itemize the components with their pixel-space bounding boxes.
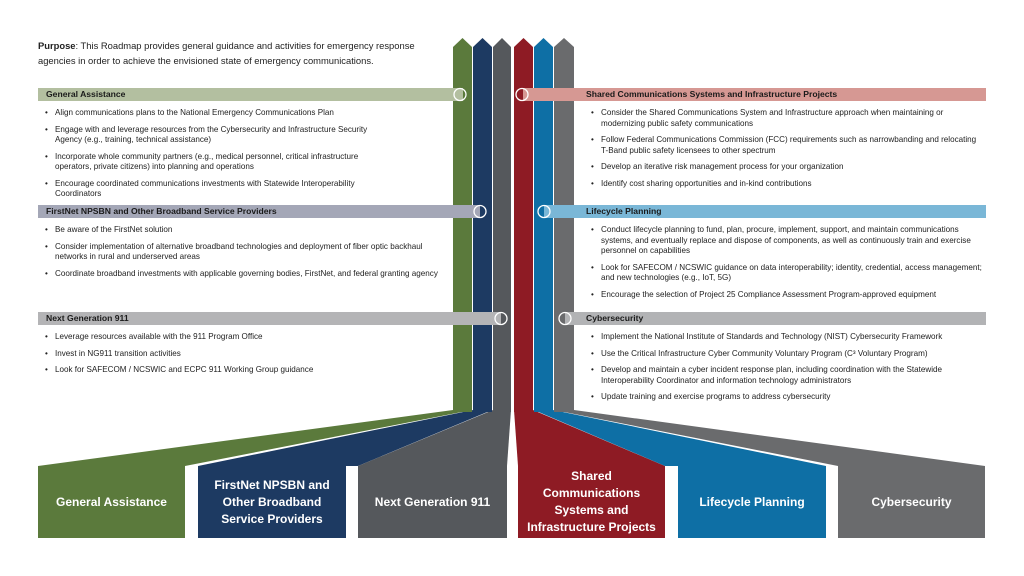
wedge-ng911 — [358, 410, 511, 466]
box-cybersecurity: Cybersecurity — [838, 466, 985, 538]
box-lifecycle-planning: Lifecycle Planning — [678, 466, 826, 538]
list-item: Develop an iterative risk management pro… — [591, 162, 983, 173]
purpose-statement: Purpose: This Roadmap provides general g… — [38, 38, 418, 68]
list-item: Invest in NG911 transition activities — [45, 349, 425, 360]
section-title-cyber: Cybersecurity — [586, 313, 644, 323]
milestone-shared — [515, 87, 529, 102]
section-title-lifecycle: Lifecycle Planning — [586, 206, 662, 216]
list-item: Follow Federal Communications Commission… — [591, 135, 983, 156]
wedge-lifecycle — [534, 410, 826, 466]
list-item: Be aware of the FirstNet solution — [45, 225, 445, 236]
box-general-assistance: General Assistance — [38, 466, 185, 538]
lane-shared — [514, 38, 533, 412]
list-item: Develop and maintain a cyber incident re… — [591, 365, 983, 386]
wedge-firstnet — [198, 410, 492, 466]
box-shared-communications: Shared Communications Systems and Infras… — [518, 466, 665, 538]
lane-firstnet — [473, 38, 492, 412]
wedge-cyber — [554, 410, 985, 466]
list-shared: Consider the Shared Communications Syste… — [591, 108, 983, 195]
purpose-label: Purpose — [38, 40, 76, 51]
list-item: Identify cost sharing opportunities and … — [591, 179, 983, 190]
milestone-cyber — [558, 311, 572, 326]
list-item: Encourage coordinated communications inv… — [45, 179, 395, 200]
list-firstnet: Be aware of the FirstNet solution Consid… — [45, 225, 445, 285]
bar-bg-ng911 — [38, 312, 501, 325]
section-title-shared: Shared Communications Systems and Infras… — [586, 89, 838, 99]
bar-bg-firstnet — [38, 205, 480, 218]
milestone-general — [453, 87, 467, 102]
section-title-ng911: Next Generation 911 — [46, 313, 129, 323]
lane-ng911 — [493, 38, 511, 412]
list-item: Align communications plans to the Nation… — [45, 108, 395, 119]
milestone-firstnet — [473, 204, 487, 219]
list-item: Consider the Shared Communications Syste… — [591, 108, 983, 129]
bar-bg-shared — [523, 88, 986, 101]
list-item: Coordinate broadband investments with ap… — [45, 269, 445, 280]
wedge-general — [38, 410, 472, 466]
wedge-shared — [514, 410, 665, 466]
list-item: Update training and exercise programs to… — [591, 392, 983, 403]
list-item: Consider implementation of alternative b… — [45, 242, 445, 263]
section-title-firstnet: FirstNet NPSBN and Other Broadband Servi… — [46, 206, 277, 216]
milestone-lifecycle — [537, 204, 551, 219]
bar-bg-cyber — [565, 312, 986, 325]
list-item: Implement the National Institute of Stan… — [591, 332, 983, 343]
list-item: Leverage resources available with the 91… — [45, 332, 425, 343]
list-lifecycle: Conduct lifecycle planning to fund, plan… — [591, 225, 983, 306]
list-item: Engage with and leverage resources from … — [45, 125, 395, 146]
list-ng911: Leverage resources available with the 91… — [45, 332, 425, 382]
box-next-generation-911: Next Generation 911 — [358, 466, 507, 538]
list-item: Conduct lifecycle planning to fund, plan… — [591, 225, 983, 257]
bar-bg-general — [38, 88, 463, 101]
bar-bg-lifecycle — [544, 205, 986, 218]
box-firstnet: FirstNet NPSBN and Other Broadband Servi… — [198, 466, 346, 538]
milestone-ng911 — [494, 311, 508, 326]
list-general: Align communications plans to the Nation… — [45, 108, 395, 206]
section-title-general: General Assistance — [46, 89, 126, 99]
list-item: Encourage the selection of Project 25 Co… — [591, 290, 983, 301]
list-item: Look for SAFECOM / NCSWIC and ECPC 911 W… — [45, 365, 425, 376]
list-item: Incorporate whole community partners (e.… — [45, 152, 395, 173]
list-cyber: Implement the National Institute of Stan… — [591, 332, 983, 409]
list-item: Look for SAFECOM / NCSWIC guidance on da… — [591, 263, 983, 284]
lane-lifecycle — [534, 38, 553, 412]
list-item: Use the Critical Infrastructure Cyber Co… — [591, 349, 983, 360]
purpose-text: : This Roadmap provides general guidance… — [38, 40, 415, 66]
